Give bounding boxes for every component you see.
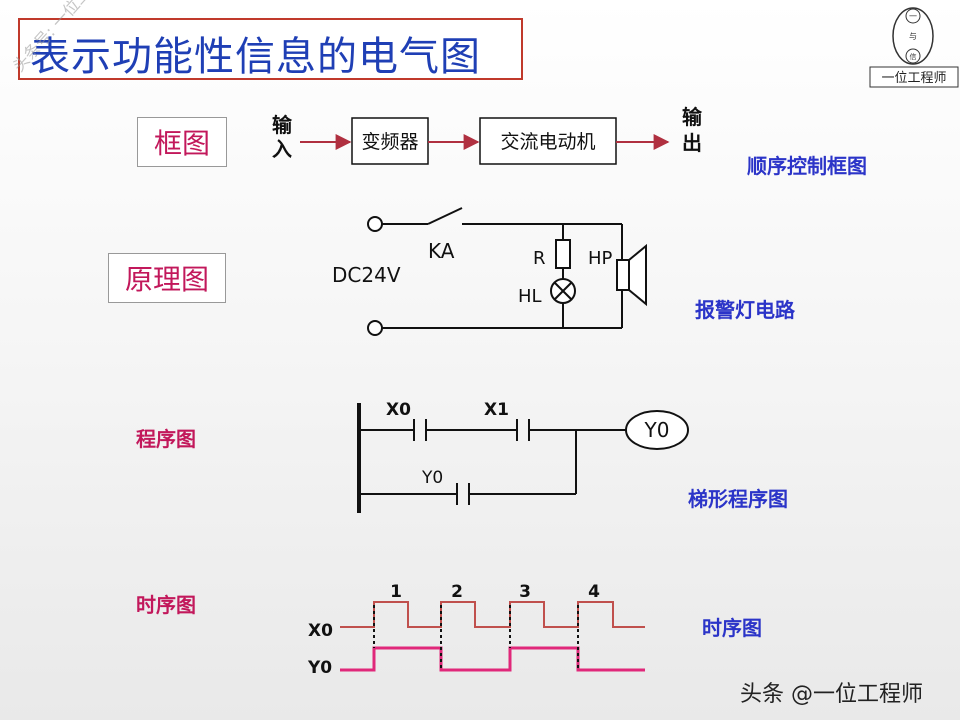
resistor-label: R — [533, 248, 546, 269]
logo-glyph-top: 一 — [909, 12, 917, 21]
caption-timing: 时序图 — [702, 616, 762, 640]
pulse-label-1: 1 — [390, 582, 402, 602]
source-label: DC24V — [332, 263, 401, 287]
switch-ka — [427, 207, 463, 225]
logo-glyph-mid: 与 — [909, 32, 917, 41]
coil-y0-label: Y0 — [644, 418, 670, 442]
coil-y0 — [625, 410, 689, 450]
pulse-label-2: 2 — [451, 582, 463, 602]
signal-label-x0: X0 — [308, 621, 333, 641]
output-label-1: 输 — [682, 105, 703, 129]
lamp-label: HL — [518, 286, 542, 307]
input-label-2: 入 — [272, 137, 292, 161]
switch-label: KA — [428, 239, 455, 263]
watermark: 头条 @一位工程师 — [740, 682, 923, 707]
title-box — [18, 18, 523, 80]
signal-label-y0: Y0 — [307, 658, 332, 678]
contact-x1-label: X1 — [484, 400, 509, 420]
caption-block-diagram: 顺序控制框图 — [747, 154, 867, 178]
block-inverter-label: 变频器 — [361, 131, 418, 153]
block-diagram: 输 入 变频器 交流电动机 输 出 — [272, 105, 703, 165]
terminal-bottom — [367, 320, 383, 336]
input-label-1: 输 — [272, 113, 293, 137]
timing-diagram: 1 2 3 4 X0 Y0 — [307, 582, 645, 678]
contact-y0-label: Y0 — [421, 468, 443, 488]
logo-caption: 一位工程师 — [881, 71, 946, 86]
contact-x0-label: X0 — [386, 400, 411, 420]
ladder-diagram: X0 X1 Y0 Y0 — [357, 400, 689, 513]
block-motor — [479, 117, 617, 165]
caption-ladder: 梯形程序图 — [688, 487, 788, 511]
horn-label: HP — [588, 248, 613, 269]
horn-hp — [616, 259, 630, 291]
block-inverter — [351, 117, 429, 165]
resistor-r — [555, 239, 571, 269]
category-schematic: 原理图 — [108, 253, 226, 303]
output-label-2: 出 — [682, 131, 702, 155]
pulse-label-3: 3 — [519, 582, 531, 602]
category-timing: 时序图 — [136, 593, 196, 617]
logo-glyph-bot: 信 — [910, 52, 917, 61]
page-title: 表示功能性信息的电气图 — [30, 34, 481, 80]
category-block-diagram: 框图 — [137, 117, 227, 167]
x0-waveform — [340, 601, 645, 628]
terminal-top — [367, 216, 383, 232]
category-ladder: 程序图 — [136, 427, 196, 451]
block-motor-label: 交流电动机 — [500, 131, 595, 153]
caption-schematic: 报警灯电路 — [695, 298, 795, 322]
schematic-diagram: KA DC24V R HL HP — [332, 207, 647, 336]
y0-waveform — [340, 646, 645, 672]
logo: 一 与 信 一位工程师 — [869, 7, 959, 88]
pulse-label-4: 4 — [588, 582, 600, 602]
